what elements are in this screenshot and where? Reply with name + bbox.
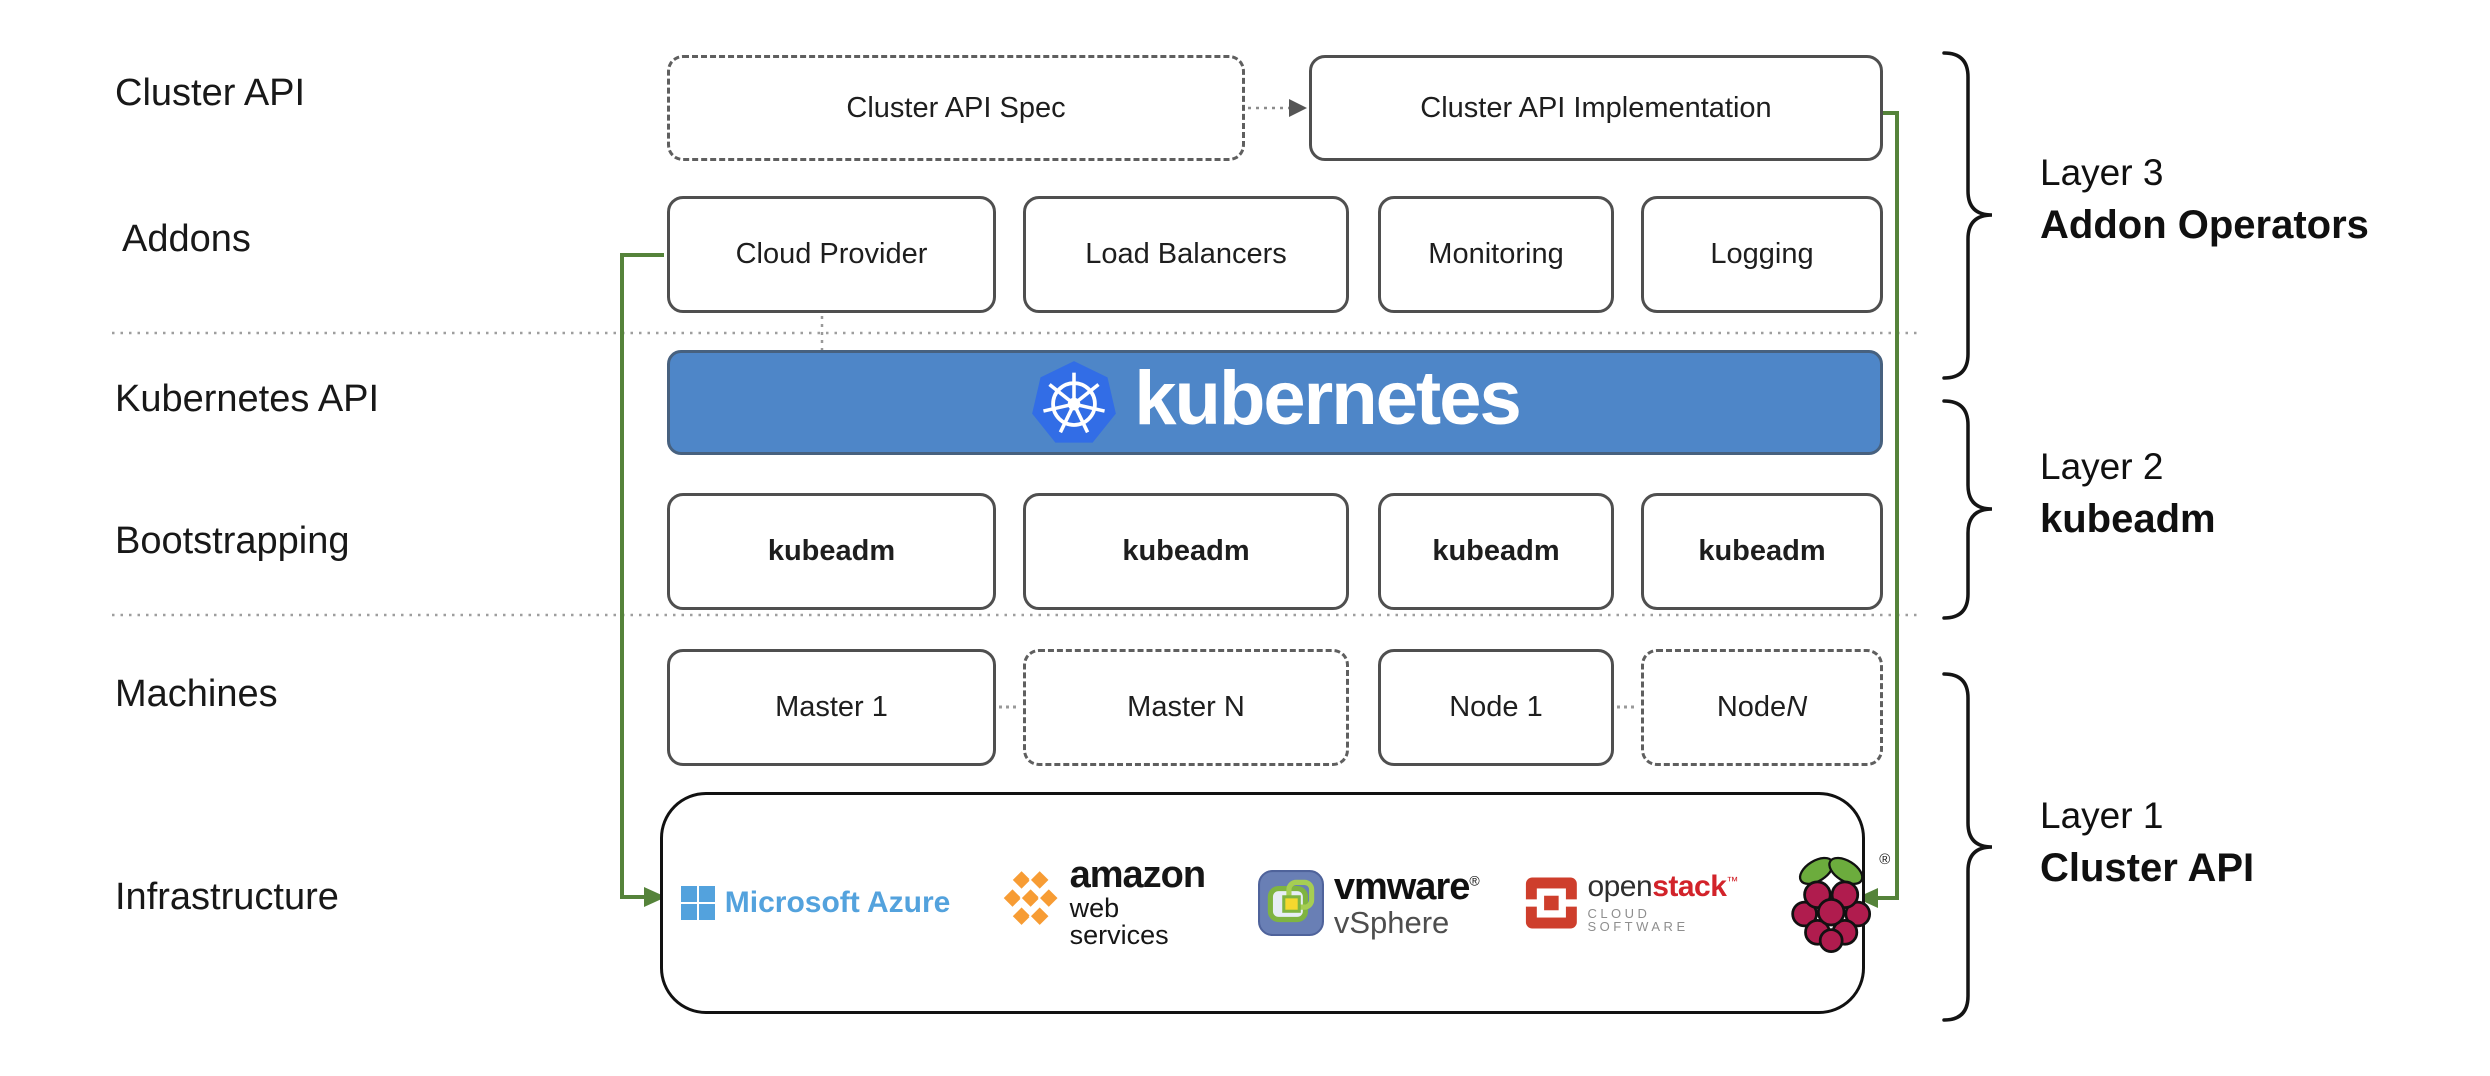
- box-cluster-api-implementation: Cluster API Implementation: [1309, 55, 1883, 161]
- box-cluster-api-spec-label: Cluster API Spec: [846, 91, 1066, 124]
- layer1-brace: [1942, 672, 1993, 1022]
- aws-label: amazon: [1069, 854, 1206, 897]
- row-label-infrastructure: Infrastructure: [115, 876, 339, 918]
- infrastructure-box: Microsoft Azure amazon web services: [660, 792, 1890, 1014]
- kubernetes-wordmark: kubernetes: [1134, 355, 1521, 441]
- row-label-machines: Machines: [115, 673, 278, 715]
- layer2-line1: Layer 2: [2040, 446, 2164, 487]
- raspberry-pi-icon: [1791, 856, 1872, 953]
- aws-sublabel: web services: [1069, 892, 1169, 951]
- box-node-n: Node N: [1641, 649, 1883, 766]
- aws-cubes-icon: [1001, 868, 1061, 928]
- box-logging: Logging: [1641, 196, 1883, 313]
- microsoft-azure-icon: [680, 886, 715, 920]
- row-label-cluster-api: Cluster API: [115, 72, 306, 114]
- openstack-sublabel: CLOUD SOFTWARE: [1587, 906, 1689, 935]
- box-node-1-label: Node 1: [1449, 691, 1543, 723]
- box-master-1: Master 1: [667, 649, 996, 766]
- box-cluster-api-spec: Cluster API Spec: [667, 55, 1245, 161]
- microsoft-azure-logo: Microsoft Azure: [680, 886, 951, 920]
- box-monitoring-label: Monitoring: [1428, 238, 1564, 270]
- box-master-1-label: Master 1: [775, 691, 888, 723]
- row-label-kubernetes-api: Kubernetes API: [115, 378, 380, 420]
- box-kubeadm-2-label: kubeadm: [1122, 535, 1250, 567]
- green-connector-right: [1878, 111, 1899, 900]
- box-cloud-provider: Cloud Provider: [667, 196, 996, 313]
- box-node-n-label: Node: [1716, 691, 1787, 723]
- layer1-line2: Cluster API: [2040, 846, 2255, 890]
- box-cluster-api-implementation-label: Cluster API Implementation: [1420, 91, 1772, 124]
- kubernetes-icon: [1032, 360, 1117, 443]
- kubernetes-banner: kubernetes: [667, 350, 1883, 455]
- layer3-line2: Addon Operators: [2040, 203, 2369, 247]
- box-node-1: Node 1: [1378, 649, 1614, 766]
- box-node-n-suffix: N: [1786, 691, 1808, 723]
- box-kubeadm-3: kubeadm: [1378, 493, 1614, 610]
- vmware-logo: vmware® vSphere: [1257, 865, 1480, 940]
- green-arrowhead-left: [644, 887, 666, 907]
- box-kubeadm-2: kubeadm: [1023, 493, 1349, 610]
- layer1-annotation: Layer 1 Cluster API: [2040, 789, 2254, 895]
- box-master-n: Master N: [1023, 649, 1349, 766]
- openstack-logo: openstack™ CLOUD SOFTWARE: [1524, 870, 1743, 935]
- layer2-brace: [1942, 399, 1993, 620]
- aws-logo: amazon web services: [996, 856, 1211, 950]
- green-connector-left: [620, 253, 664, 899]
- row-label-addons: Addons: [122, 218, 251, 260]
- layer2-annotation: Layer 2 kubeadm: [2040, 440, 2216, 546]
- layer3-annotation: Layer 3 Addon Operators: [2040, 146, 2369, 252]
- box-kubeadm-3-label: kubeadm: [1432, 535, 1560, 567]
- vmware-sublabel: vSphere: [1333, 904, 1450, 940]
- vmware-registered-mark: ®: [1469, 872, 1479, 889]
- openstack-label: openstack™: [1587, 870, 1738, 904]
- box-cloud-provider-label: Cloud Provider: [735, 238, 928, 270]
- layer3-line1: Layer 3: [2040, 152, 2164, 193]
- vmware-label: vmware®: [1333, 865, 1480, 908]
- openstack-tm-mark: ™: [1726, 874, 1738, 889]
- layer2-line2: kubeadm: [2040, 497, 2216, 541]
- layer3-brace: [1942, 51, 1993, 380]
- raspberry-pi-registered-mark: ®: [1879, 851, 1891, 868]
- layer1-line1: Layer 1: [2040, 795, 2164, 836]
- box-kubeadm-4-label: kubeadm: [1698, 535, 1826, 567]
- box-load-balancers-label: Load Balancers: [1085, 238, 1287, 270]
- row-label-bootstrapping: Bootstrapping: [115, 520, 350, 562]
- box-master-n-label: Master N: [1127, 691, 1245, 723]
- vmware-icon: [1257, 869, 1324, 936]
- box-kubeadm-1-label: kubeadm: [767, 535, 896, 567]
- raspberry-pi-logo: ®: [1789, 851, 1890, 955]
- microsoft-azure-label: Microsoft Azure: [724, 886, 951, 919]
- box-load-balancers: Load Balancers: [1023, 196, 1349, 313]
- box-logging-label: Logging: [1710, 238, 1814, 270]
- green-arrowhead-right: [1856, 888, 1878, 908]
- spec-to-implementation-arrowhead: [1289, 99, 1307, 117]
- box-kubeadm-4: kubeadm: [1641, 493, 1883, 610]
- box-monitoring: Monitoring: [1378, 196, 1614, 313]
- box-kubeadm-1: kubeadm: [667, 493, 996, 610]
- openstack-icon: [1524, 877, 1578, 929]
